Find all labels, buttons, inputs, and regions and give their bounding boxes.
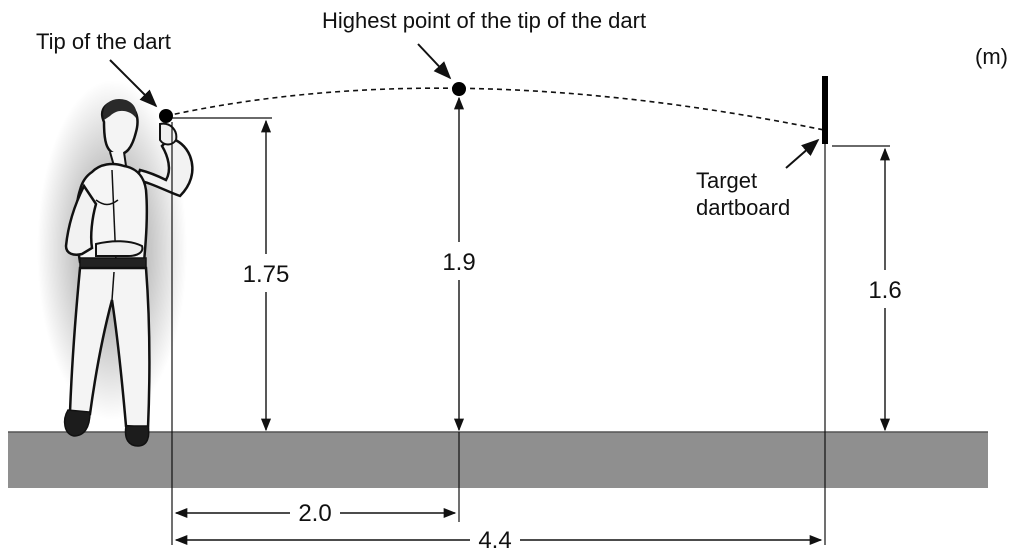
- tip-of-dart-label: Tip of the dart: [36, 29, 171, 54]
- dartboard: [822, 76, 828, 144]
- peak-distance-label: 2.0: [298, 500, 331, 527]
- highest-point-label: Highest point of the tip of the dart: [322, 8, 646, 33]
- target-label-line1: Target: [696, 168, 757, 193]
- board-distance-label: 4.4: [478, 527, 511, 549]
- peak-label-pointer: [417, 43, 452, 80]
- dart-trajectory: [165, 87, 825, 131]
- dart-tip-dot: [159, 109, 173, 123]
- unit-label: (m): [975, 44, 1008, 69]
- target-label-pointer: [785, 138, 820, 169]
- ground: [8, 432, 988, 488]
- peak-point-dot: [452, 82, 466, 96]
- person-illustration: [37, 80, 194, 447]
- release-height-label: 1.75: [243, 261, 290, 288]
- target-label-line2: dartboard: [696, 195, 790, 220]
- board-height-label: 1.6: [868, 277, 901, 304]
- peak-height-label: 1.9: [442, 249, 475, 276]
- tip-label-pointer: [109, 59, 158, 108]
